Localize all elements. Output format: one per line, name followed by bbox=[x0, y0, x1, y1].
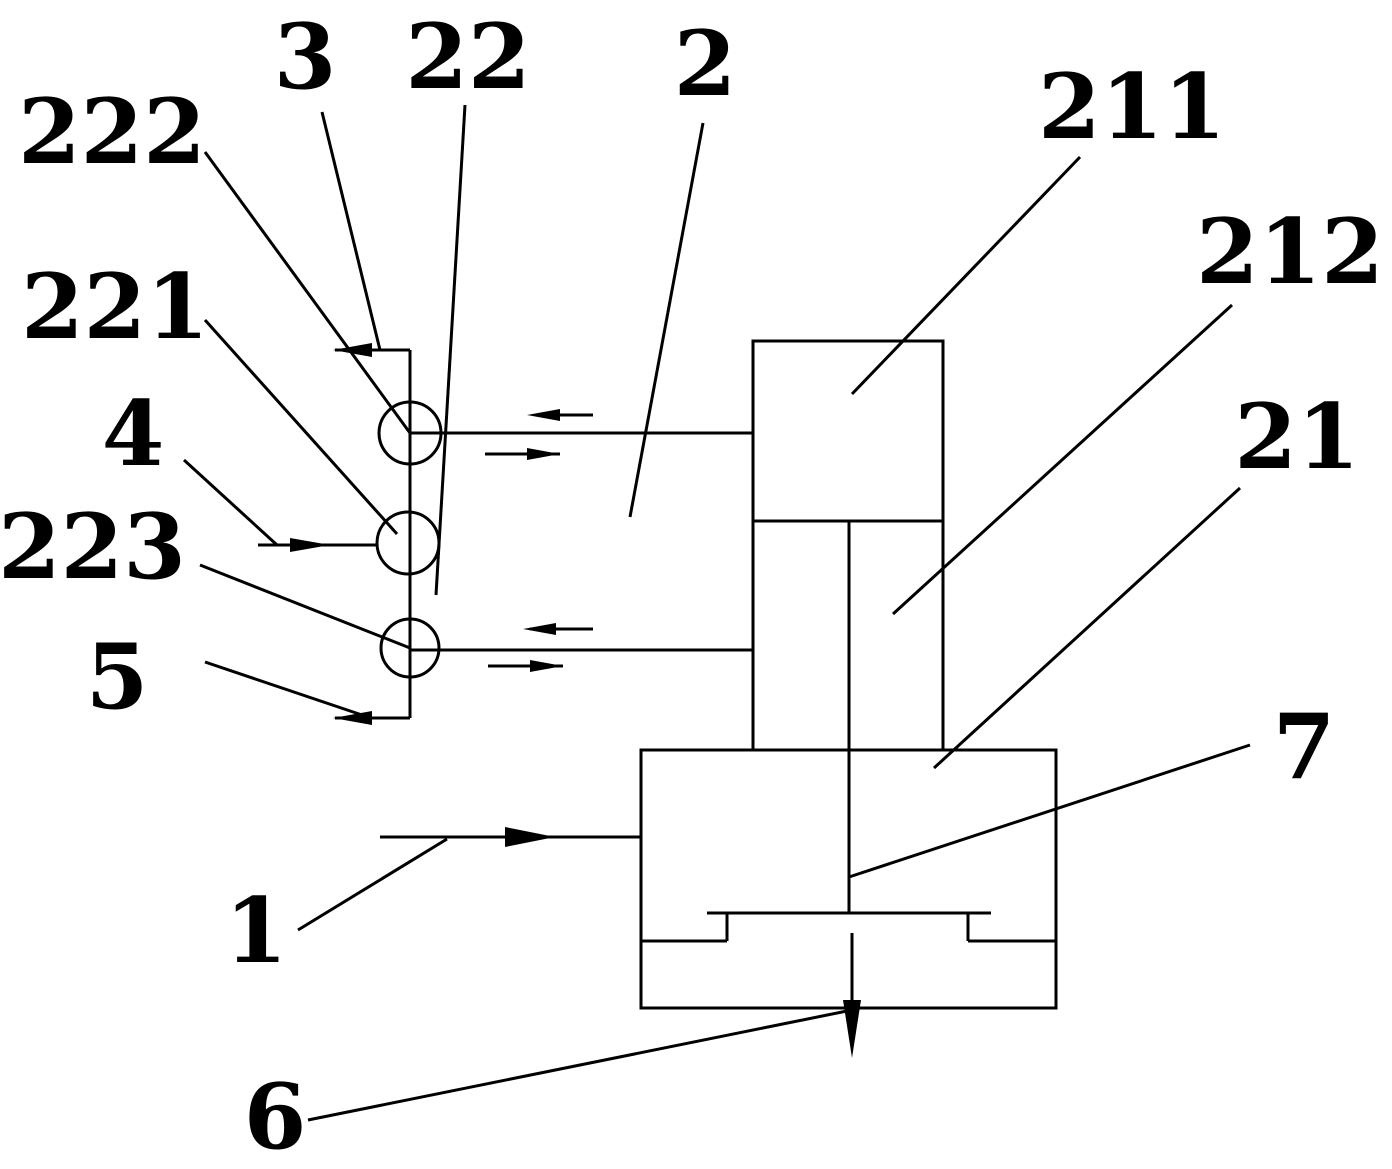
label-21: 21 bbox=[1234, 384, 1359, 490]
component-22-panel bbox=[333, 343, 412, 725]
label-221: 221 bbox=[21, 254, 209, 360]
connection-lower bbox=[410, 623, 753, 672]
label-223: 223 bbox=[0, 494, 186, 600]
component-211-top-box bbox=[751, 339, 945, 523]
label-2: 2 bbox=[674, 11, 737, 117]
connection-upper bbox=[410, 409, 753, 460]
label-3: 3 bbox=[274, 4, 337, 110]
label-6: 6 bbox=[244, 1064, 307, 1164]
label-211: 211 bbox=[1038, 54, 1226, 160]
label-212: 212 bbox=[1196, 199, 1384, 305]
circle-223 bbox=[379, 617, 441, 679]
label-5: 5 bbox=[86, 624, 149, 730]
label-222: 222 bbox=[18, 79, 206, 185]
label-22: 22 bbox=[405, 4, 530, 110]
label-7: 7 bbox=[1273, 694, 1336, 800]
label-1: 1 bbox=[225, 878, 288, 984]
component-212-middle-section bbox=[751, 521, 945, 750]
input-arrow-4 bbox=[258, 538, 377, 552]
label-4: 4 bbox=[102, 381, 165, 487]
outlet-arrow-6 bbox=[843, 933, 861, 1058]
inlet-arrow-1 bbox=[380, 827, 641, 847]
leader-lines bbox=[182, 104, 1251, 1122]
